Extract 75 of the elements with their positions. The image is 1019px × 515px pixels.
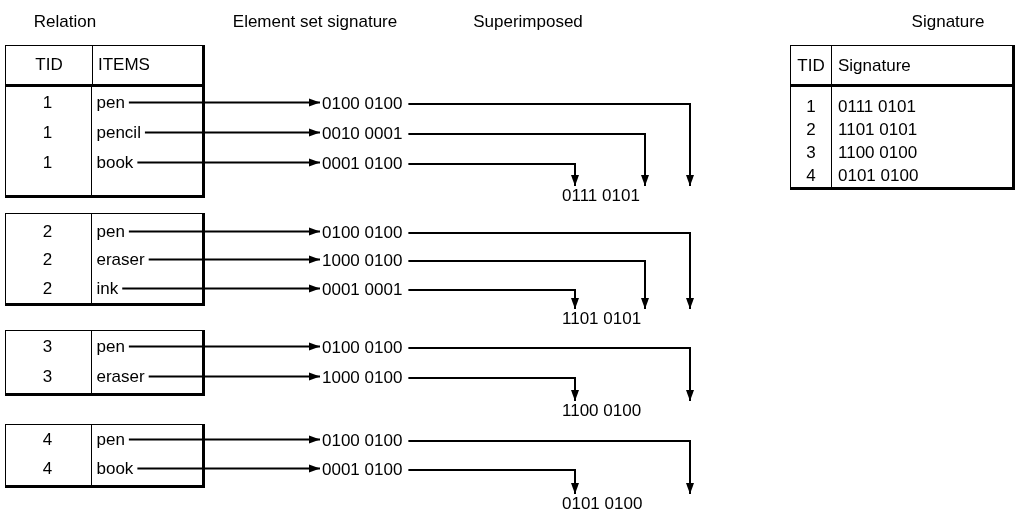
tid-value: 1	[806, 97, 816, 116]
arrow	[127, 98, 321, 107]
tid-value: 4	[41, 458, 54, 479]
item-value: eraser	[96, 249, 145, 270]
element-signature: 0001 0001	[322, 279, 403, 301]
arrow	[407, 163, 579, 187]
signature-value: 0111 0101	[838, 97, 916, 116]
column-title: Relation	[33, 12, 97, 32]
tid-value: 1	[41, 152, 54, 173]
signature-value: 1100 0100	[838, 143, 918, 162]
element-signature: 0001 0100	[322, 459, 403, 481]
tid-value: 2	[41, 278, 54, 299]
arrow	[136, 158, 321, 167]
element-signature: 0100 0100	[322, 222, 403, 244]
element-signature: 1000 0100	[322, 250, 403, 272]
table-header	[5, 45, 205, 87]
element-signature: 0100 0100	[322, 430, 403, 452]
column-header: Signature	[838, 55, 911, 75]
tid-value: 4	[41, 429, 54, 450]
arrow	[407, 289, 579, 310]
signature-value: 0101 0100	[838, 166, 919, 185]
arrow	[121, 284, 321, 293]
element-signature: 0100 0100	[322, 337, 403, 359]
column-title: Element set signature	[232, 12, 398, 32]
superimposed-signature: 0101 0100	[562, 493, 643, 515]
item-value: book	[96, 152, 134, 173]
arrow	[147, 372, 321, 381]
table-group-box	[5, 213, 205, 306]
column-title: Signature	[911, 12, 985, 32]
item-value: pencil	[96, 122, 141, 143]
tid-value: 2	[806, 120, 816, 139]
arrow	[136, 464, 321, 473]
column-header: TID	[797, 55, 825, 75]
arrow	[407, 347, 694, 402]
superimposed-signature: 1100 0100	[562, 400, 642, 422]
element-signature: 1000 0100	[322, 367, 403, 389]
arrow	[407, 103, 694, 187]
table-group-box	[5, 424, 205, 488]
tid-value: 1	[41, 92, 54, 113]
item-value: book	[96, 458, 134, 479]
item-value: ink	[96, 278, 119, 299]
item-value: pen	[96, 429, 125, 450]
tid-value: 3	[41, 366, 54, 387]
table-group-box	[5, 330, 205, 396]
element-signature: 0001 0100	[322, 153, 403, 175]
element-signature: 0010 0001	[322, 123, 403, 145]
arrow	[127, 435, 321, 444]
tid-value: 2	[41, 221, 54, 242]
arrow	[407, 469, 579, 495]
arrow	[407, 133, 649, 187]
column-header: ITEMS	[98, 54, 150, 75]
item-value: eraser	[96, 366, 145, 387]
superimposed-signature: 0111 0101	[562, 185, 640, 207]
arrow	[407, 260, 649, 310]
arrow	[127, 227, 321, 236]
arrow	[143, 128, 321, 137]
item-value: pen	[96, 92, 125, 113]
item-value: pen	[96, 221, 125, 242]
table-group-box	[5, 85, 205, 198]
tid-value: 3	[806, 143, 816, 162]
signature-value: 1101 0101	[838, 120, 918, 139]
arrow	[127, 342, 321, 351]
element-signature: 0100 0100	[322, 93, 403, 115]
tid-value: 3	[41, 336, 54, 357]
tid-value: 1	[41, 122, 54, 143]
item-value: pen	[96, 336, 125, 357]
arrow	[407, 232, 694, 310]
superimposed-signature: 1101 0101	[562, 308, 642, 330]
tid-value: 2	[41, 249, 54, 270]
arrow	[407, 377, 579, 402]
arrow	[407, 440, 694, 495]
column-header: TID	[34, 54, 64, 75]
tid-value: 4	[806, 166, 816, 185]
column-title: Superimposed	[473, 12, 583, 32]
arrow	[147, 255, 321, 264]
